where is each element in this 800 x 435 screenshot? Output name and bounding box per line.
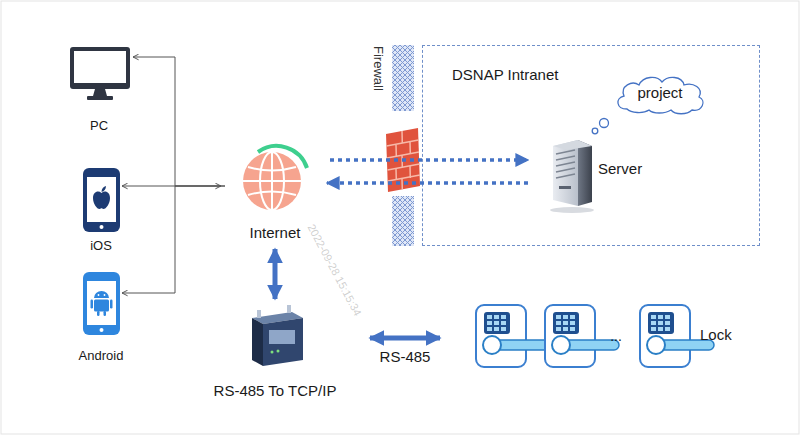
converter-node: RS-485 To TCP/IP	[200, 302, 350, 400]
node-text: iOS	[74, 239, 128, 254]
firewall-wall	[392, 196, 414, 246]
client-device: PC	[64, 43, 134, 141]
thought-cloud: project	[613, 73, 707, 115]
connector	[370, 336, 440, 341]
thought-bubble	[600, 119, 609, 128]
client-device: iOS	[74, 166, 128, 258]
thought-bubble	[592, 128, 598, 134]
connector	[327, 181, 528, 185]
node-text: ...	[605, 328, 627, 344]
node-text: RS-485 To TCP/IP	[200, 382, 350, 399]
lock-icon	[545, 305, 619, 367]
node-text: Server	[598, 160, 656, 177]
connector	[133, 57, 225, 186]
connector-label: RS-485	[380, 348, 431, 365]
client-device: Android	[70, 270, 132, 368]
watermark: 2022-09-28 15:15:34	[305, 222, 364, 318]
firewall-wall	[392, 45, 414, 111]
lock-group: ... Lock	[470, 300, 750, 370]
server-icon	[550, 140, 594, 213]
node-text: PC	[64, 119, 134, 134]
connector	[273, 249, 278, 299]
node-text: Android	[70, 349, 132, 364]
lock-icon	[476, 305, 550, 367]
pc-monitor-icon	[70, 47, 130, 100]
node-text: DSNAP Intranet	[452, 66, 612, 83]
server-node: Server	[546, 129, 656, 213]
connector	[330, 158, 528, 162]
node-text: project	[613, 84, 707, 101]
intranet-zone: DSNAP IntranetServer project	[422, 45, 760, 246]
connector	[122, 186, 225, 293]
ios-phone-icon	[83, 168, 120, 232]
converter-device-icon	[252, 305, 303, 366]
firewall-label: Firewall	[371, 46, 386, 91]
node-text: Lock	[700, 326, 750, 343]
globe-icon	[243, 146, 307, 210]
android-phone-icon	[83, 272, 120, 335]
